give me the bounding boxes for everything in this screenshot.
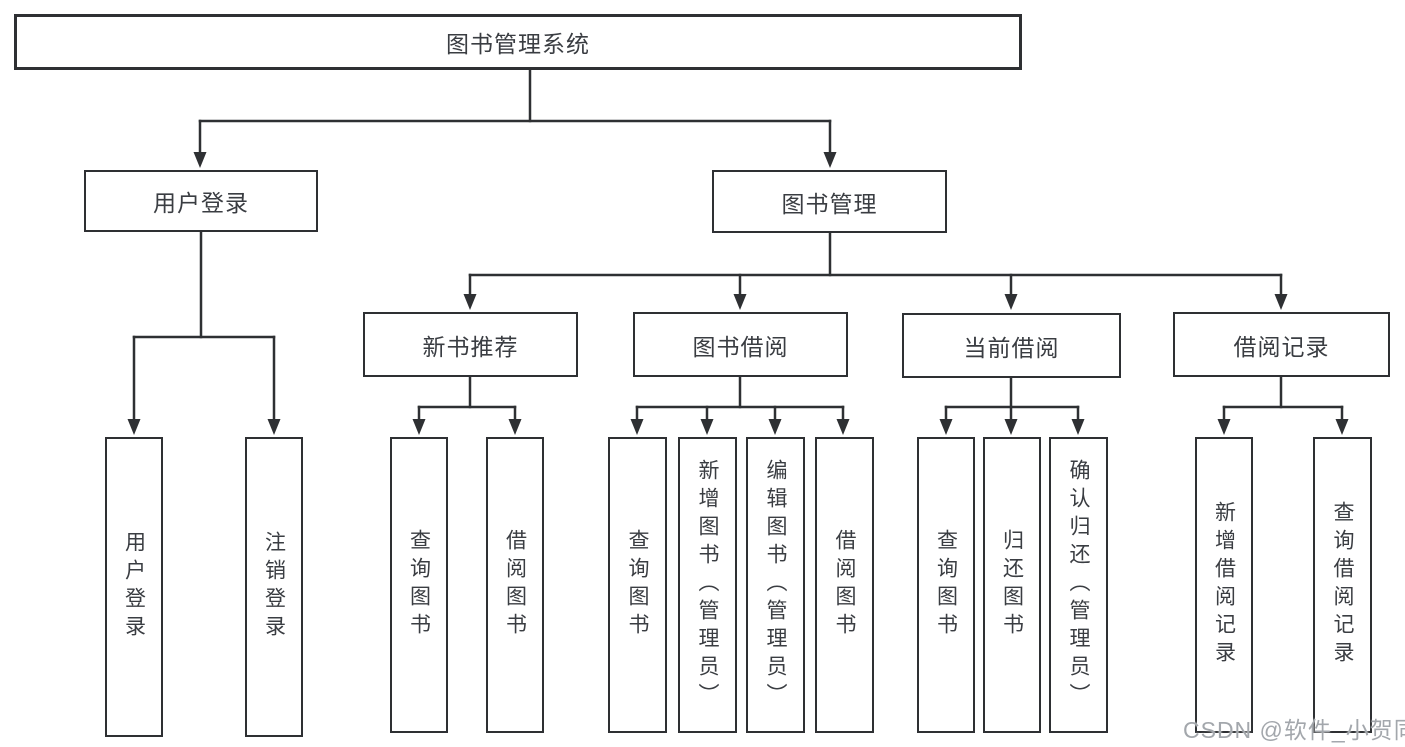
leaf-current-return-books: 归还图书 — [983, 437, 1041, 733]
leaf-current-confirm-return-admin: 确认归还（管理员） — [1049, 437, 1108, 733]
leaf-label: 新增借阅记录 — [1212, 501, 1236, 669]
node-label: 图书管理 — [781, 190, 878, 217]
leaf-label: 查询借阅记录 — [1331, 501, 1354, 669]
leaf-user-login: 用户登录 — [105, 437, 163, 737]
leaf-label: 归还图书 — [1000, 529, 1024, 641]
leaf-label: 注销登录 — [262, 531, 286, 643]
leaf-borrow-add-books-admin: 新增图书（管理员） — [678, 437, 737, 733]
leaf-borrow-query-books: 查询图书 — [608, 437, 667, 733]
leaf-borrow-borrow-books: 借阅图书 — [815, 437, 874, 733]
node-current-borrowing: 当前借阅 — [902, 313, 1121, 378]
csdn-watermark: CSDN @软件_小贺同学 — [1183, 717, 1405, 743]
node-label: 图书管理系统 — [446, 31, 590, 57]
node-label: 新书推荐 — [422, 333, 519, 360]
node-library-management-system: 图书管理系统 — [14, 14, 1022, 70]
node-label: 图书借阅 — [692, 333, 789, 360]
node-label: 当前借阅 — [963, 334, 1060, 361]
leaf-record-query-borrow-record: 查询借阅记录 — [1313, 437, 1372, 733]
leaf-label: 查询图书 — [934, 529, 958, 641]
leaf-record-add-borrow-record: 新增借阅记录 — [1195, 437, 1253, 733]
leaf-label: 查询图书 — [407, 529, 431, 641]
node-book-borrowing: 图书借阅 — [633, 312, 848, 377]
leaf-label: 编辑图书（管理员） — [764, 459, 787, 711]
leaf-recommend-borrow-books: 借阅图书 — [486, 437, 544, 733]
leaf-current-query-books: 查询图书 — [917, 437, 975, 733]
node-label: 借阅记录 — [1233, 333, 1330, 360]
node-borrowing-records: 借阅记录 — [1173, 312, 1390, 377]
leaf-logout: 注销登录 — [245, 437, 303, 737]
node-user-login: 用户登录 — [84, 170, 318, 232]
leaf-label: 借阅图书 — [503, 529, 527, 641]
leaf-label: 确认归还（管理员） — [1067, 459, 1090, 711]
leaf-label: 查询图书 — [626, 529, 649, 641]
node-book-management: 图书管理 — [712, 170, 947, 233]
leaf-recommend-query-books: 查询图书 — [390, 437, 448, 733]
node-label: 用户登录 — [153, 190, 249, 216]
leaf-label: 借阅图书 — [833, 529, 856, 641]
leaf-borrow-edit-books-admin: 编辑图书（管理员） — [746, 437, 805, 733]
leaf-label: 用户登录 — [122, 531, 146, 643]
node-new-book-recommend: 新书推荐 — [363, 312, 578, 377]
leaf-label: 新增图书（管理员） — [696, 459, 719, 711]
